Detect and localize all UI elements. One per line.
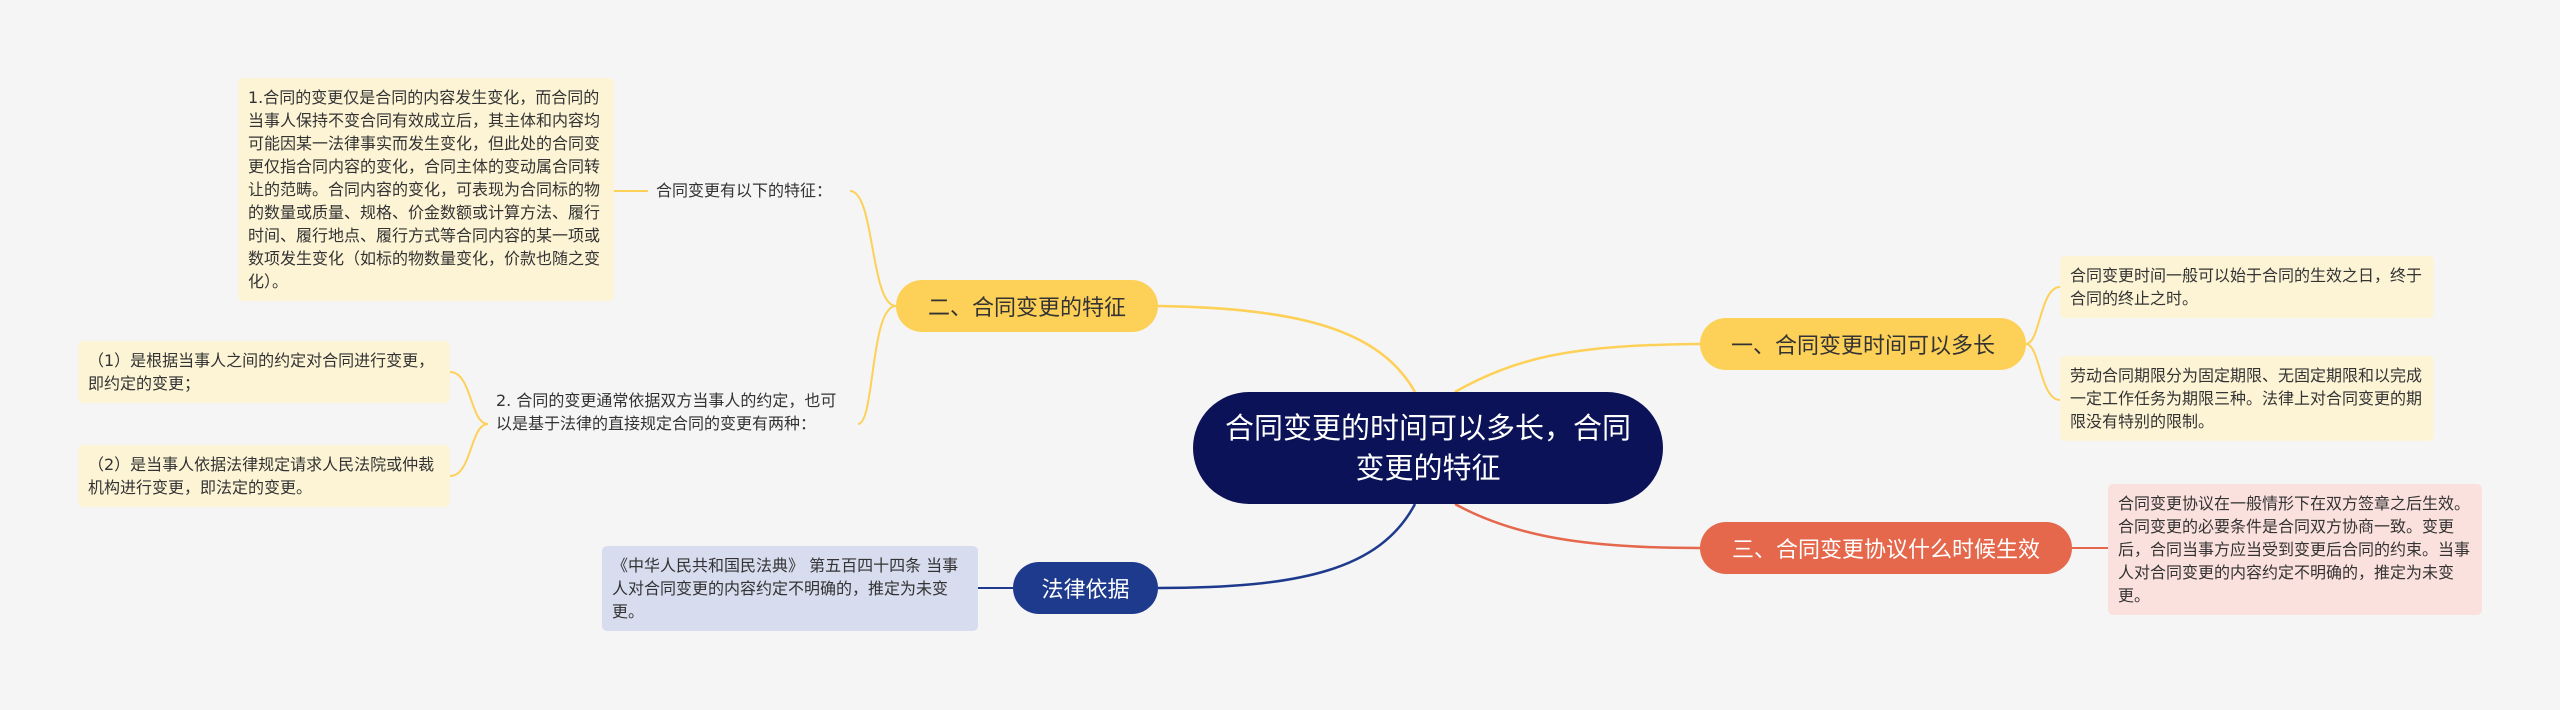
branch-label: 三、合同变更协议什么时候生效 bbox=[1731, 538, 2040, 563]
link-branch2-sub1 bbox=[849, 190, 897, 307]
sub-text: 2. 合同的变更通常依据双方当事人的约定，也可以是基于法律的直接规定合同的变更有… bbox=[496, 391, 837, 433]
leaf-text: 1.合同的变更仅是合同的内容发生变化，而合同的当事人保持不变合同有效成立后，其主… bbox=[248, 88, 601, 291]
sub-change-basis[interactable]: 2. 合同的变更通常依据双方当事人的约定，也可以是基于法律的直接规定合同的变更有… bbox=[488, 389, 858, 435]
leaf-agreed-change[interactable]: （1）是根据当事人之间的约定对合同进行变更，即约定的变更； bbox=[78, 341, 450, 403]
leaf-civil-code-article[interactable]: 《中华人民共和国民法典》 第五百四十四条 当事人对合同变更的内容约定不明确的，推… bbox=[602, 546, 978, 631]
link-center-branch2 bbox=[1157, 304, 1417, 393]
leaf-text: 合同变更时间一般可以始于合同的生效之日，终于合同的终止之时。 bbox=[2070, 266, 2423, 308]
link-sub2-leaf2 bbox=[449, 423, 489, 477]
leaf-feature-content-only[interactable]: 1.合同的变更仅是合同的内容发生变化，而合同的当事人保持不变合同有效成立后，其主… bbox=[238, 78, 614, 301]
branch-label: 二、合同变更的特征 bbox=[927, 296, 1126, 321]
link-center-branch1 bbox=[1454, 342, 1701, 394]
leaf-duration-general[interactable]: 合同变更时间一般可以始于合同的生效之日，终于合同的终止之时。 bbox=[2060, 256, 2434, 318]
link-branch1-leaf2 bbox=[2025, 343, 2061, 401]
leaf-agreement-effective[interactable]: 合同变更协议在一般情形下在双方签章之后生效。合同变更的必要条件是合同双方协商一致… bbox=[2108, 484, 2482, 615]
leaf-statutory-change[interactable]: （2）是当事人依据法律规定请求人民法院或仲裁机构进行变更，即法定的变更。 bbox=[78, 445, 450, 507]
leaf-text: （2）是当事人依据法律规定请求人民法院或仲裁机构进行变更，即法定的变更。 bbox=[88, 455, 435, 497]
branch-change-duration[interactable]: 一、合同变更时间可以多长 bbox=[1700, 318, 2026, 370]
leaf-text: 《中华人民共和国民法典》 第五百四十四条 当事人对合同变更的内容约定不明确的，推… bbox=[612, 556, 959, 621]
branch-change-features[interactable]: 二、合同变更的特征 bbox=[896, 280, 1158, 332]
leaf-text: 劳动合同期限分为固定期限、无固定期限和以完成一定工作任务为期限三种。法律上对合同… bbox=[2070, 366, 2423, 431]
central-topic[interactable]: 合同变更的时间可以多长，合同变更的特征 bbox=[1193, 392, 1663, 504]
leaf-labor-contract-term[interactable]: 劳动合同期限分为固定期限、无固定期限和以完成一定工作任务为期限三种。法律上对合同… bbox=[2060, 356, 2434, 441]
sub-features-intro[interactable]: 合同变更有以下的特征： bbox=[648, 179, 850, 202]
sub-text: 合同变更有以下的特征： bbox=[656, 181, 833, 200]
link-sub2-leaf1 bbox=[449, 371, 489, 425]
branch-legal-basis[interactable]: 法律依据 bbox=[1013, 562, 1158, 614]
link-center-branch3 bbox=[1454, 502, 1701, 550]
link-center-law bbox=[1157, 503, 1417, 590]
branch-label: 法律依据 bbox=[1041, 578, 1130, 603]
link-branch2-sub2 bbox=[857, 305, 897, 425]
leaf-text: （1）是根据当事人之间的约定对合同进行变更，即约定的变更； bbox=[88, 351, 435, 393]
central-topic-text: 合同变更的时间可以多长，合同变更的特征 bbox=[1224, 411, 1631, 485]
branch-agreement-effective[interactable]: 三、合同变更协议什么时候生效 bbox=[1700, 522, 2072, 574]
link-branch1-leaf1 bbox=[2025, 286, 2061, 345]
leaf-text: 合同变更协议在一般情形下在双方签章之后生效。合同变更的必要条件是合同双方协商一致… bbox=[2118, 494, 2471, 605]
branch-label: 一、合同变更时间可以多长 bbox=[1730, 334, 1995, 359]
